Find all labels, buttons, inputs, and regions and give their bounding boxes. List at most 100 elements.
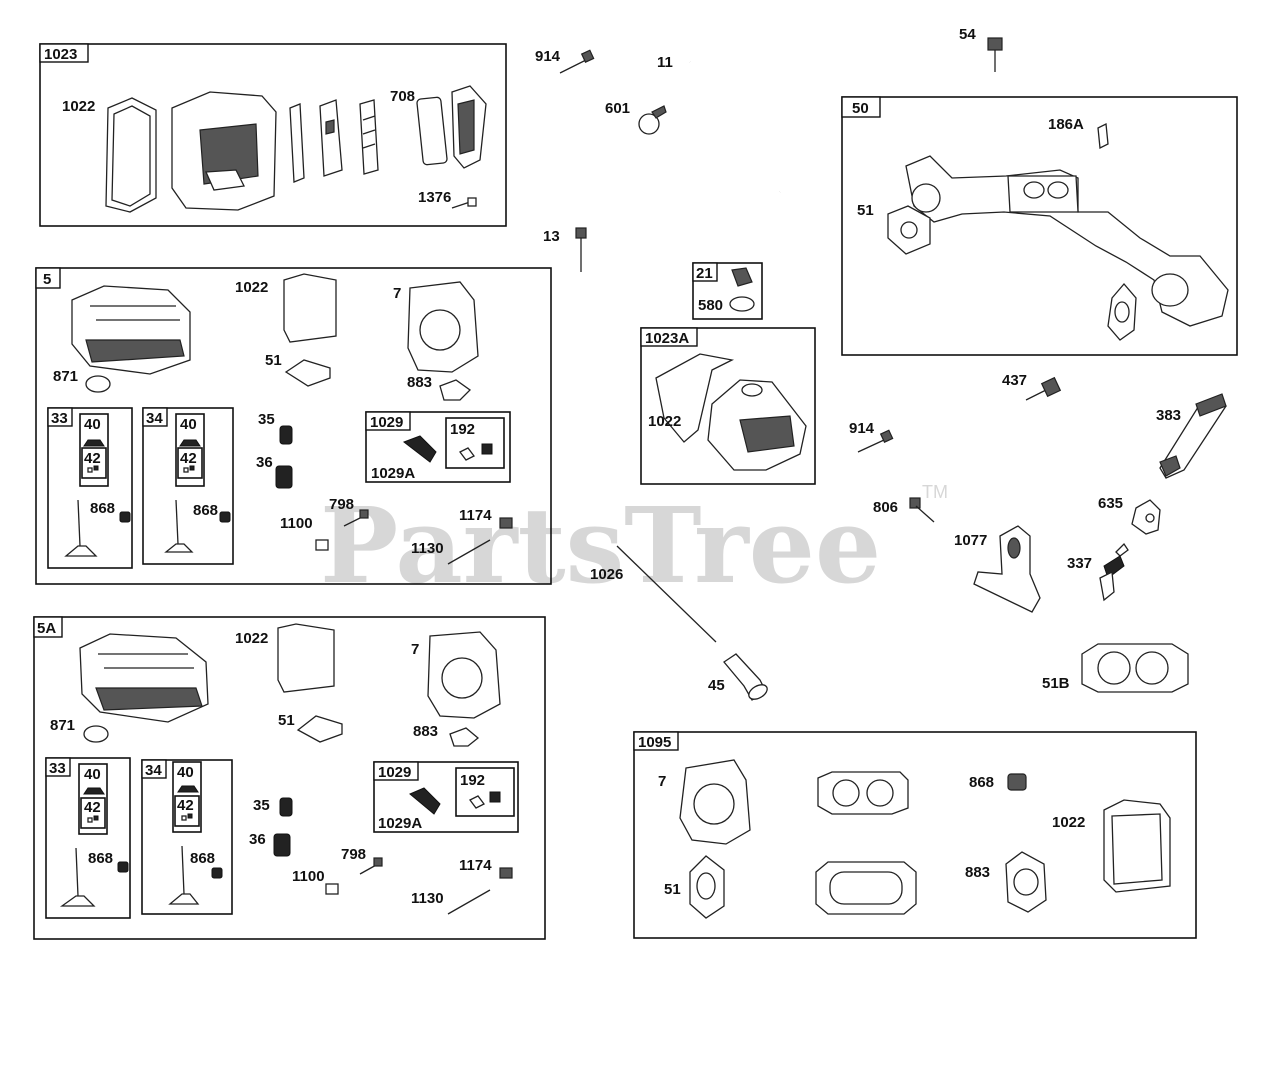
label-708: 708 [390, 88, 415, 105]
label-868-33-5A: 868 [88, 850, 113, 867]
group-label-42-5Ab: 42 [177, 797, 194, 814]
label-35-5A: 35 [253, 797, 270, 814]
rocker-arm-5A [409, 787, 441, 815]
group-label-1023A: 1023A [645, 330, 689, 347]
gasket-51-right [1107, 283, 1137, 341]
label-883-5A: 883 [413, 723, 438, 740]
gasket-1022-1023A [655, 353, 735, 443]
label-871-5A: 871 [50, 717, 75, 734]
label-7-5A: 7 [411, 641, 419, 658]
label-806: 806 [873, 499, 898, 516]
label-868-34-5A: 868 [190, 850, 215, 867]
group-label-5: 5 [43, 271, 51, 288]
group-5A: 5A 33 40 42 34 40 42 [33, 616, 546, 940]
head-gasket-7-5A [427, 631, 501, 719]
group-21: 21 [692, 262, 763, 320]
label-51-1095: 51 [664, 881, 681, 898]
gasket-1022-5 [283, 273, 337, 343]
rocker-arm-5 [402, 435, 437, 463]
tappet-45 [723, 653, 768, 701]
clamp-601 [638, 105, 667, 135]
label-798-5A: 798 [341, 846, 366, 863]
group-label-33-5: 33 [51, 410, 68, 427]
intake-manifold-shape [905, 155, 1229, 327]
label-13: 13 [543, 228, 560, 245]
label-45: 45 [708, 677, 725, 694]
watermark-text: PartsTree [320, 484, 881, 607]
valve-34-5A [168, 893, 200, 905]
label-580: 580 [698, 297, 723, 314]
label-871-5: 871 [53, 368, 78, 385]
bolt-914-mid [857, 429, 894, 453]
label-1029A-5: 1029A [371, 465, 415, 482]
group-label-40-5Ab: 40 [177, 764, 194, 781]
ignition-383 [1159, 393, 1227, 479]
cylinder-head-5 [71, 285, 191, 375]
label-883-1095: 883 [965, 864, 990, 881]
gasket-883-5A [449, 727, 480, 747]
o-ring-580-shape [729, 296, 755, 312]
bolt-914-top [559, 49, 595, 74]
head-gasket-7-5 [407, 281, 479, 373]
bolt-437 [1025, 376, 1062, 401]
stud-1130-5A [447, 889, 491, 915]
label-1174-5: 1174 [459, 507, 492, 524]
group-label-192-5: 192 [450, 421, 475, 438]
label-883-5: 883 [407, 374, 432, 391]
label-7-5: 7 [393, 285, 401, 302]
seal-871-5 [85, 375, 111, 393]
group-1023: 1023 [39, 43, 507, 227]
group-5: 5 33 40 42 34 40 [35, 267, 552, 585]
nut-1100-5 [315, 539, 329, 551]
breather-shape [319, 99, 343, 177]
oil-cap-shape [731, 267, 753, 287]
push-rod-1026 [616, 545, 717, 643]
group-label-34-5A: 34 [145, 762, 162, 779]
gasket-883-1095 [1005, 851, 1047, 913]
group-label-40-5b: 40 [180, 416, 197, 433]
spring-35-5 [279, 425, 293, 445]
label-868-34-5: 868 [193, 502, 218, 519]
gasket-51-left [887, 205, 931, 255]
bracket-1077 [973, 525, 1041, 613]
gasket-883-5 [439, 379, 472, 401]
gasket-double-1095 [817, 771, 909, 815]
seal-871-5A [83, 725, 109, 743]
group-label-21: 21 [696, 265, 713, 282]
label-1376: 1376 [418, 189, 451, 206]
spring-36-5 [275, 465, 293, 489]
label-1022: 1022 [62, 98, 95, 115]
label-7-1095: 7 [658, 773, 666, 790]
label-11: 11 [657, 54, 673, 71]
group-label-33-5A: 33 [49, 760, 66, 777]
gasket-1022-shape [105, 97, 157, 213]
gasket-oval-1095 [815, 861, 917, 915]
baffle-shape [359, 99, 379, 175]
nut-1174-5A [499, 867, 513, 879]
nut-1100-5A [325, 883, 339, 895]
label-914-mid: 914 [849, 420, 875, 437]
label-51-5A: 51 [278, 712, 295, 729]
gasket-51B [1081, 643, 1189, 693]
group-label-42-5Aa: 42 [84, 799, 101, 816]
gasket-51-5 [284, 359, 331, 387]
group-1095: 1095 [633, 731, 1197, 939]
group-label-5A: 5A [37, 620, 56, 637]
group-label-192-5A: 192 [460, 772, 485, 789]
group-label-1095: 1095 [638, 734, 671, 751]
stud-1130-5 [447, 539, 491, 565]
watermark-tm: TM [922, 482, 948, 502]
label-51-5: 51 [265, 352, 282, 369]
gasket-708-shape [416, 96, 448, 166]
label-1100-5: 1100 [280, 515, 313, 532]
label-1130-5: 1130 [411, 540, 444, 557]
label-51-g50: 51 [857, 202, 874, 219]
valve-33-5 [64, 545, 98, 557]
bolt-806 [909, 497, 935, 523]
label-36-5: 36 [256, 454, 273, 471]
boot-635 [1131, 499, 1161, 535]
bolt-54 [987, 37, 1003, 72]
label-601: 601 [605, 100, 630, 117]
group-label-40-5Aa: 40 [84, 766, 101, 783]
